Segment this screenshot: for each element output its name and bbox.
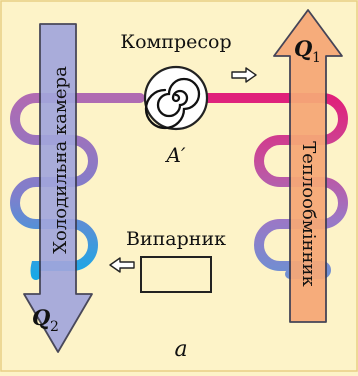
svg-text:Q: Q (294, 36, 312, 61)
flow-arrow-left (109, 257, 135, 273)
evaporator-box (140, 256, 212, 293)
q2-label: Q 2 (32, 305, 59, 335)
svg-text:Q: Q (32, 305, 50, 330)
compressor (143, 65, 209, 131)
svg-text:2: 2 (50, 319, 59, 335)
heat-exchanger-arrow (273, 9, 343, 323)
compressor-label: Компресор (120, 31, 231, 53)
q1-label: Q 1 (294, 36, 321, 66)
flow-arrow-right (231, 67, 257, 83)
panel-label: а (174, 337, 187, 362)
svg-text:1: 1 (312, 50, 321, 66)
work-label: A′ (165, 143, 186, 167)
cold-chamber-coil (10, 93, 145, 280)
heat-exchanger-coil (203, 93, 348, 279)
heat-exchanger-label: Теплообмінник (298, 141, 319, 287)
evaporator-label: Випарник (126, 228, 226, 250)
cold-chamber-arrow (23, 23, 93, 353)
compressor-spiral-icon (144, 77, 201, 130)
cold-chamber-label: Холодильна камера (50, 66, 71, 254)
